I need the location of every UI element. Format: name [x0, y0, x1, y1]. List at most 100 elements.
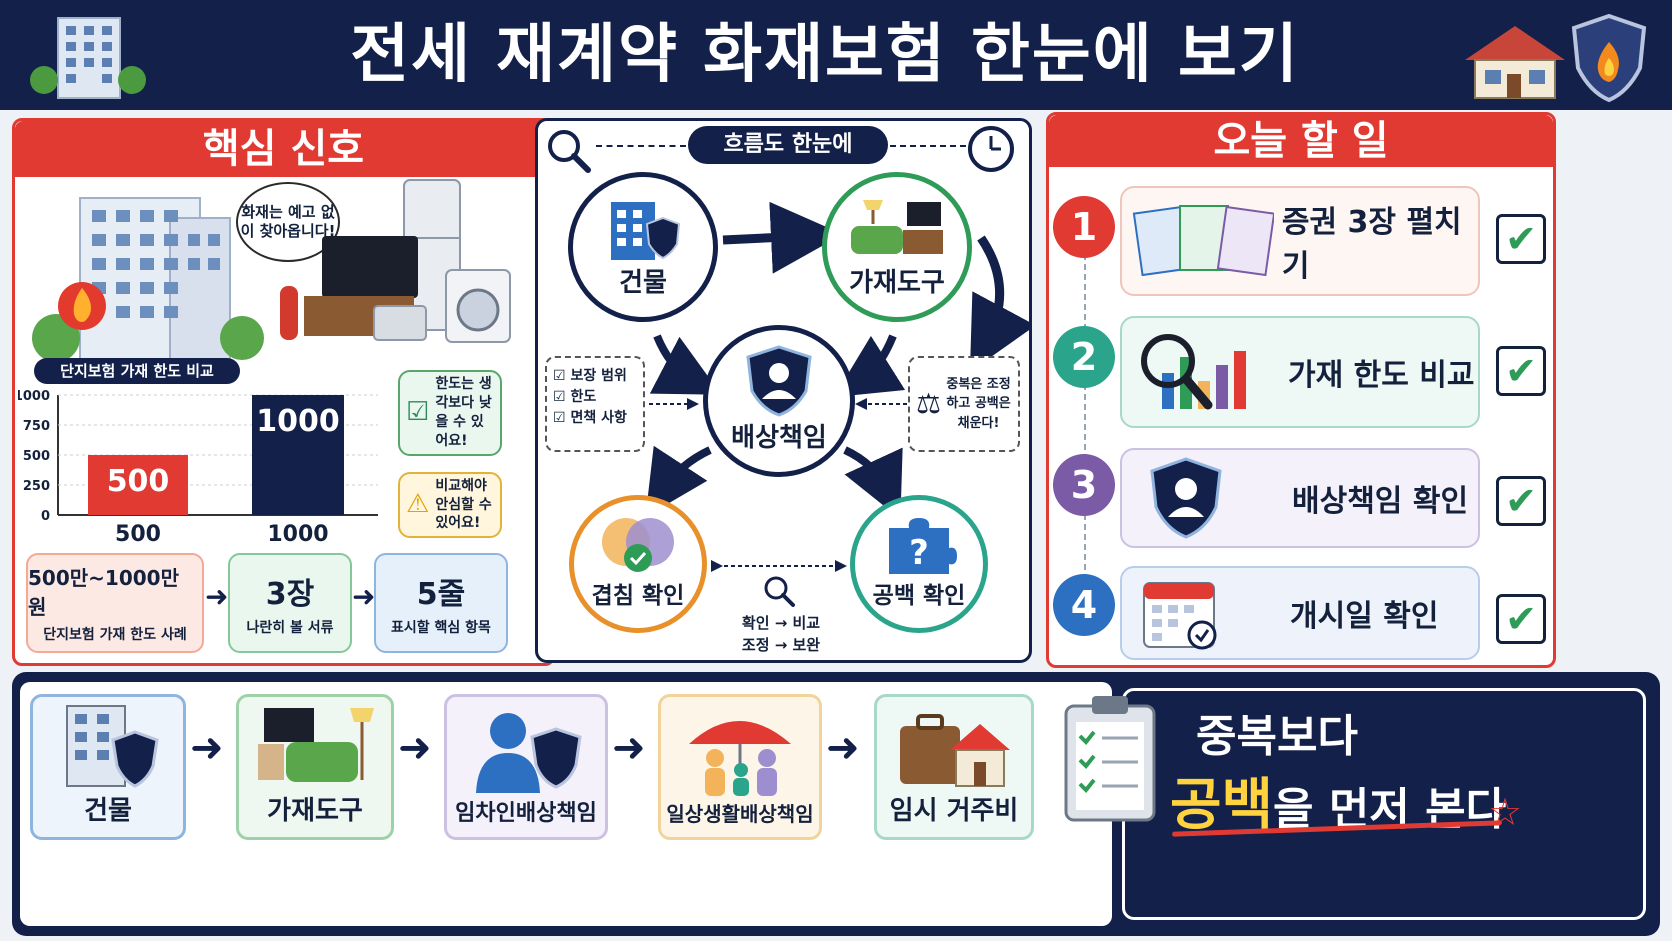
star-icon: ☆ — [1488, 790, 1523, 834]
apartment-icon — [30, 17, 146, 99]
node-building-label: 건물 — [619, 268, 667, 298]
verify-compare-text: 확인 → 비교 — [741, 614, 821, 632]
x-tick-label: 1000 — [267, 522, 328, 545]
warning-icon: ⚠ — [406, 489, 430, 520]
apartment-fire-illustration — [32, 197, 264, 364]
arrow-right-icon: ➜ — [352, 580, 376, 613]
node-contents: 가재도구 — [822, 172, 972, 322]
furniture-icon — [851, 200, 943, 254]
x-tick-label: 500 — [115, 522, 161, 545]
node-liability: 배상책임 — [703, 325, 855, 477]
checkmark-icon: ✔ — [1505, 217, 1537, 261]
bottom-item-building: 건물 — [30, 694, 186, 840]
bottom-item-daily-liability: 일상생활배상책임 — [658, 694, 822, 840]
header-bar — [0, 0, 1672, 110]
divider — [596, 145, 686, 147]
suitcase-house-icon — [900, 714, 1010, 787]
compare-note: ⚠ 비교해야 안심할 수 있어요! — [398, 472, 502, 538]
step-2-card[interactable]: 가재 한도 비교 — [1120, 316, 1480, 428]
furniture-icon — [258, 708, 374, 782]
step-4-number: 4 — [1053, 574, 1115, 636]
building-shield-icon — [66, 705, 159, 788]
compare-note-text: 비교해야 안심할 수 있어요! — [435, 477, 492, 532]
documents-chip: 3장 나란히 볼 서류 — [228, 553, 352, 653]
slogan-line-1: 중복보다 — [1196, 711, 1358, 762]
shield-person-icon — [746, 345, 812, 417]
checkmark-icon: ✔ — [1505, 479, 1537, 523]
step-4-checkbox[interactable]: ✔ — [1496, 594, 1546, 644]
building-shield-icon — [611, 202, 681, 260]
step-1-card[interactable]: 증권 3장 펼치기 — [1120, 186, 1480, 296]
bar-1000 — [252, 395, 344, 515]
puzzle-question-icon: ? — [889, 518, 957, 574]
fire-shield-icon — [1571, 13, 1647, 103]
node-gap-label: 공백 확인 — [872, 583, 966, 609]
coverage-limit-item: ☑ 한도 — [553, 389, 597, 405]
step-2-checkbox[interactable]: ✔ — [1496, 346, 1546, 396]
checkmark-icon: ✔ — [1505, 597, 1537, 641]
calendar-icon — [1143, 582, 1217, 650]
house-icon — [1465, 26, 1565, 99]
bar-data-label: 500 — [107, 464, 170, 499]
step-3-card[interactable]: 배상책임 확인 — [1120, 448, 1480, 548]
limit-example-value: 500만~1000만 원 — [28, 566, 179, 619]
venn-check-icon — [602, 518, 674, 572]
step-4-card[interactable]: 개시일 확인 — [1120, 566, 1480, 660]
bottom-item-contents-label: 가재도구 — [267, 796, 363, 826]
checkmark-icon: ✔ — [1505, 349, 1537, 393]
coverage-check-box: ☑ 보장 범위 ☑ 한도 ☑ 면책 사항 — [545, 356, 645, 452]
arrow-right-icon: ➜ — [398, 725, 432, 771]
step-4-text: 개시일 확인 — [1290, 599, 1439, 634]
y-tick-label: 1000 — [18, 389, 50, 404]
magnifier-chart-icon — [1141, 334, 1246, 410]
coverage-scope-item: ☑ 보장 범위 — [553, 368, 627, 384]
timeline-line — [1084, 254, 1086, 590]
arrow-right-icon: ➜ — [612, 725, 646, 771]
flow-arrows — [645, 201, 1032, 572]
checklist-icon: ☑ — [406, 397, 430, 428]
slogan-card — [1122, 688, 1646, 920]
divider — [890, 145, 966, 147]
core-signals-title: 핵심 신호 — [15, 121, 552, 177]
shield-person-icon — [1150, 457, 1222, 539]
bar-500 — [88, 455, 188, 515]
bottom-item-temp-housing: 임시 거주비 — [874, 694, 1034, 840]
slogan-highlight: 공백 — [1170, 773, 1274, 838]
step-1-checkbox[interactable]: ✔ — [1496, 214, 1546, 264]
svg-text:?: ? — [909, 533, 929, 573]
node-building: 건물 — [568, 172, 718, 322]
todo-title: 오늘 할 일 — [1049, 115, 1553, 167]
step-2-number: 2 — [1053, 326, 1115, 388]
arrow-right-icon: ➜ — [190, 725, 224, 771]
flow-title: 흐름도 한눈에 — [688, 126, 888, 164]
adjust-supplement-text: 조정 → 보완 — [741, 636, 821, 654]
person-shield-icon — [476, 713, 582, 793]
chart-caption: 단지보험 가재 한도 비교 — [34, 358, 240, 384]
appliances-illustration — [280, 179, 511, 343]
low-limit-note: ☑ 한도는 생각보다 낮을 수 있어요! — [398, 370, 502, 456]
step-2-text: 가재 한도 비교 — [1288, 358, 1475, 393]
bottom-item-daily-liability-label: 일상생활배상책임 — [666, 802, 814, 826]
bottom-item-contents: 가재도구 — [236, 694, 394, 840]
page-title: 전세 재계약 화재보험 한눈에 보기 — [350, 18, 1300, 92]
magnifier-icon — [548, 130, 591, 173]
documents-icon — [1132, 205, 1274, 277]
node-contents-label: 가재도구 — [849, 268, 945, 298]
step-3-checkbox[interactable]: ✔ — [1496, 476, 1546, 526]
step-3-number: 3 — [1053, 454, 1115, 516]
bottom-item-tenant-liability-label: 임차인배상책임 — [455, 801, 597, 826]
limit-example-chip: 500만~1000만 원 단지보험 가재 한도 사례 — [26, 553, 204, 653]
node-overlap: 겹침 확인 — [569, 495, 707, 633]
node-liability-label: 배상책임 — [731, 423, 827, 453]
arrow-right-icon: ➜ — [205, 580, 229, 613]
documents-label: 나란히 볼 서류 — [246, 620, 334, 636]
umbrella-family-icon — [689, 721, 791, 796]
step-3-text: 배상책임 확인 — [1292, 484, 1469, 519]
documents-count: 3장 — [265, 577, 315, 612]
bottom-item-building-label: 건물 — [84, 796, 132, 826]
step-1-number: 1 — [1053, 196, 1115, 258]
adjust-fill-box: ⚖ 중복은 조정하고 공백은 채운다! — [908, 356, 1020, 452]
key-items-label: 표시할 핵심 항목 — [391, 620, 491, 636]
bar-data-label: 1000 — [256, 404, 340, 439]
